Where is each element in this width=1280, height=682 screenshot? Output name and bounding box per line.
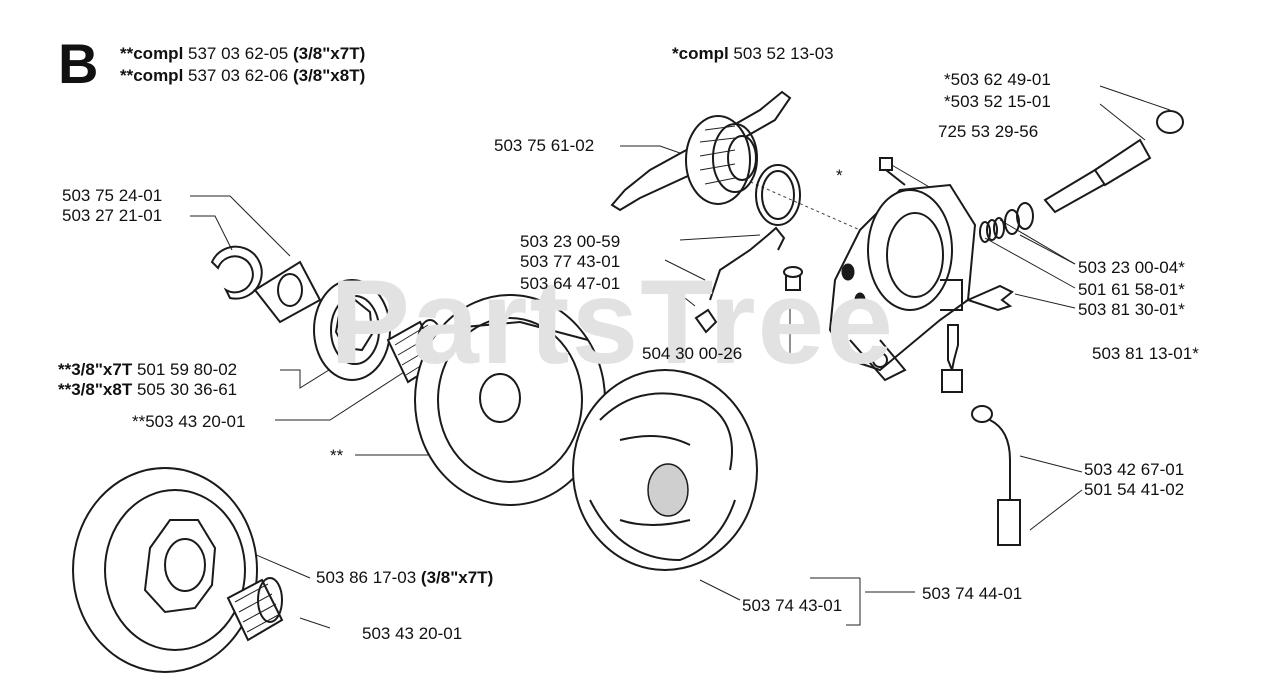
rim-number: 501 59 80-02 [132, 360, 238, 379]
label-501-61-58-01[interactable]: 501 61 58-01* [1078, 280, 1185, 299]
label-504-30-00-26[interactable]: 504 30 00-26 [642, 344, 743, 363]
adjusting-screw [941, 324, 963, 393]
label-rim-7t[interactable]: **3/8"x7T 501 59 80-02 [58, 360, 237, 380]
compl-prefix: *compl [672, 44, 729, 63]
section-letter: B [58, 32, 99, 95]
screw [879, 157, 906, 186]
bracket [965, 284, 1014, 312]
label-503-43-20-01-b[interactable]: 503 43 20-01 [362, 624, 463, 643]
wire-clip [709, 226, 786, 301]
part-spec: (3/8"x7T) [292, 44, 366, 63]
part-number: 537 03 62-05 [183, 44, 293, 63]
label-501-54-41-02[interactable]: 501 54 41-02 [1084, 480, 1185, 499]
label-503-77-43-01[interactable]: 503 77 43-01 [520, 252, 621, 271]
pump-shaft [1043, 110, 1184, 214]
label-503-75-24-01[interactable]: 503 75 24-01 [62, 186, 163, 205]
label-725-53-29-56[interactable]: 725 53 29-56 [938, 122, 1039, 141]
label-503-74-43-01[interactable]: 503 74 43-01 [742, 596, 843, 615]
compl-prefix: **compl [120, 44, 184, 63]
label-503-52-15-01[interactable]: *503 52 15-01 [944, 92, 1051, 111]
rim-number: 505 30 36-61 [132, 380, 238, 399]
leader-lines [190, 85, 1171, 629]
circlip [210, 245, 263, 300]
part-number: 537 03 62-06 [183, 66, 293, 85]
label-503-42-67-01[interactable]: 503 42 67-01 [1084, 460, 1185, 479]
label-503-81-30-01[interactable]: 503 81 30-01* [1078, 300, 1185, 319]
rim-spec: **3/8"x7T [58, 360, 133, 379]
oil-hose [971, 405, 1021, 546]
part-spec: (3/8"x7T) [420, 568, 494, 587]
o-ring [755, 164, 801, 226]
part-number: 503 86 17-03 [316, 568, 421, 587]
label-503-81-13-01[interactable]: 503 81 13-01* [1092, 344, 1199, 363]
label-503-27-21-01[interactable]: 503 27 21-01 [62, 206, 163, 225]
label-rim-8t[interactable]: **3/8"x8T 505 30 36-61 [58, 380, 237, 400]
spur-sprocket-drum [72, 467, 258, 673]
label-double-star: ** [330, 446, 344, 465]
label-503-23-00-59[interactable]: 503 23 00-59 [520, 232, 621, 251]
label-503-43-20-01-a[interactable]: **503 43 20-01 [132, 412, 246, 431]
rim-spec: **3/8"x8T [58, 380, 133, 399]
part-number: 503 52 13-03 [728, 44, 834, 63]
needle-bearing-2 [226, 577, 284, 642]
header-compl-3: *compl 503 52 13-03 [672, 44, 834, 64]
label-503-62-49-01[interactable]: *503 62 49-01 [944, 70, 1051, 89]
label-503-75-61-02[interactable]: 503 75 61-02 [494, 136, 595, 155]
header-compl-2: **compl 537 03 62-06 (3/8"x8T) [120, 66, 365, 86]
label-star: * [836, 166, 843, 185]
label-503-64-47-01[interactable]: 503 64 47-01 [520, 274, 621, 293]
header-compl-1: **compl 537 03 62-05 (3/8"x7T) [120, 44, 365, 64]
part-spec: (3/8"x8T) [292, 66, 366, 85]
label-503-23-00-04[interactable]: 503 23 00-04* [1078, 258, 1185, 277]
rim-sprocket [313, 279, 391, 381]
label-503-74-44-01[interactable]: 503 74 44-01 [922, 584, 1023, 603]
spring-washers [979, 202, 1034, 243]
pump-drive-gear [610, 90, 792, 212]
label-503-86-17-03[interactable]: 503 86 17-03 (3/8"x7T) [316, 568, 493, 588]
compl-prefix: **compl [120, 66, 184, 85]
clutch [572, 369, 758, 571]
oil-pump-body [828, 183, 977, 382]
cap [694, 308, 718, 334]
washer [253, 260, 322, 324]
watermark: PartsTree [330, 255, 896, 389]
